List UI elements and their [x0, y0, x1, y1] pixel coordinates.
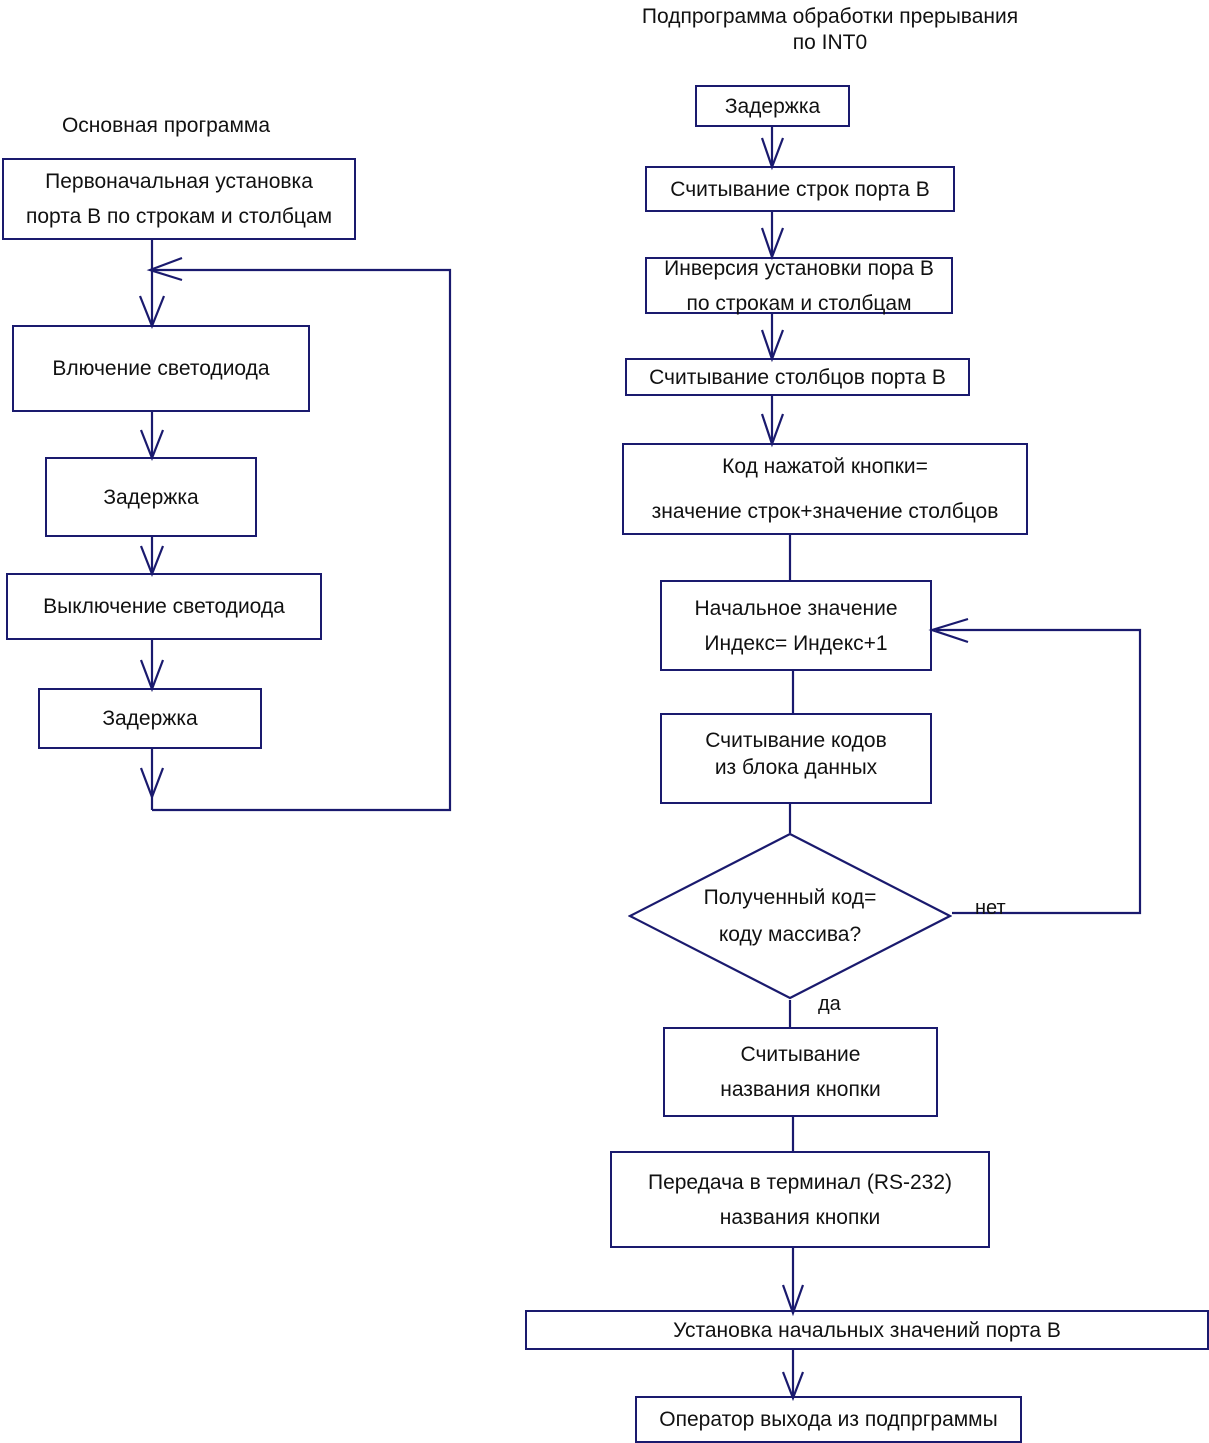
decision-diamond-shape [627, 832, 953, 1000]
arrowhead-loop-down [139, 767, 165, 801]
node-read-codes[interactable]: Считывание кодов из блока данных [660, 713, 932, 804]
node-delay-2[interactable]: Задержка [38, 688, 262, 749]
arrowhead-delay1 [139, 429, 165, 462]
arrowhead-restore [781, 1284, 805, 1317]
node-line: по строкам и столбцам [686, 291, 912, 315]
node-line: Код нажатой кнопки= [722, 455, 928, 478]
arrowhead-invert [760, 227, 785, 261]
node-line: названия кнопки [719, 1205, 881, 1229]
node-delay-1[interactable]: Задержка [45, 457, 257, 537]
node-read-cols[interactable]: Считывание столбцов порта В [625, 358, 970, 396]
node-line: Считывание столбцов порта В [649, 365, 946, 389]
node-line: Задержка [103, 485, 199, 509]
node-line: Задержка [102, 707, 198, 730]
node-line: Задержка [724, 94, 821, 118]
node-line: названия кнопки [720, 1078, 881, 1101]
node-return-op[interactable]: Оператор выхода из подпрграммы [635, 1396, 1022, 1443]
node-key-code[interactable]: Код нажатой кнопки= значение строк+значе… [622, 443, 1028, 535]
node-line: Первоначальная установка [45, 170, 313, 193]
edge-decision-no-loop [936, 628, 1142, 915]
node-line: Установка начальных значений порта В [673, 1318, 1061, 1342]
node-invert-setup[interactable]: Инверсия установки пора В по строкам и с… [645, 256, 953, 315]
arrowhead-keycode [760, 413, 785, 448]
arrowhead-delay2 [139, 659, 165, 693]
arrowhead-readcols [760, 329, 785, 363]
node-line: Начальное значение [694, 596, 898, 620]
arrowhead-return [781, 1371, 805, 1402]
node-line: Оператор выхода из подпрграммы [659, 1408, 998, 1431]
node-line: Индекс= Индекс+1 [704, 631, 888, 655]
node-line: Считывание кодов [705, 729, 887, 752]
node-init-port-b[interactable]: Первоначальная установка порта В по стро… [2, 158, 356, 240]
arrowhead-led-off [139, 545, 165, 578]
node-led-on[interactable]: Влючение светодиода [12, 325, 310, 412]
node-read-key-name[interactable]: Считывание названия кнопки [663, 1027, 938, 1117]
node-line: Инверсия установки пора В [664, 256, 934, 280]
node-read-rows[interactable]: Считывание строк порта В [645, 166, 955, 212]
edge-label-yes: да [818, 993, 841, 1015]
node-restore-port-b[interactable]: Установка начальных значений порта В [525, 1310, 1209, 1350]
edge-label-no: нет [975, 897, 1006, 919]
node-isr-delay[interactable]: Задержка [695, 85, 850, 127]
main-program-title: Основная программа [61, 114, 271, 137]
node-line: Передача в терминал (RS-232) [647, 1170, 953, 1194]
node-line: значение строк+значение столбцов [651, 500, 999, 523]
arrowhead-led-on [138, 295, 166, 329]
node-line: Считывание [740, 1043, 861, 1066]
node-line: порта В по строкам и столбцам [25, 205, 333, 228]
node-index-init[interactable]: Начальное значение Индекс= Индекс+1 [660, 580, 932, 671]
node-line: Выключение светодиода [43, 595, 285, 618]
node-line: Считывание строк порта В [670, 177, 930, 201]
arrowhead-main-loop-return [146, 256, 183, 282]
node-line: из блока данных [714, 756, 878, 779]
arrowhead-readrows [760, 137, 785, 171]
node-led-off[interactable]: Выключение светодиода [6, 573, 322, 640]
interrupt-routine-title: Подпрограмма обработки прерывания по INT… [641, 5, 1019, 54]
node-line: Влючение светодиода [52, 357, 270, 380]
arrowhead-no-loop-return [928, 617, 969, 644]
node-compare-code[interactable]: Полученный код= коду массива? [627, 832, 953, 1000]
node-send-terminal[interactable]: Передача в терминал (RS-232) названия кн… [610, 1151, 990, 1248]
